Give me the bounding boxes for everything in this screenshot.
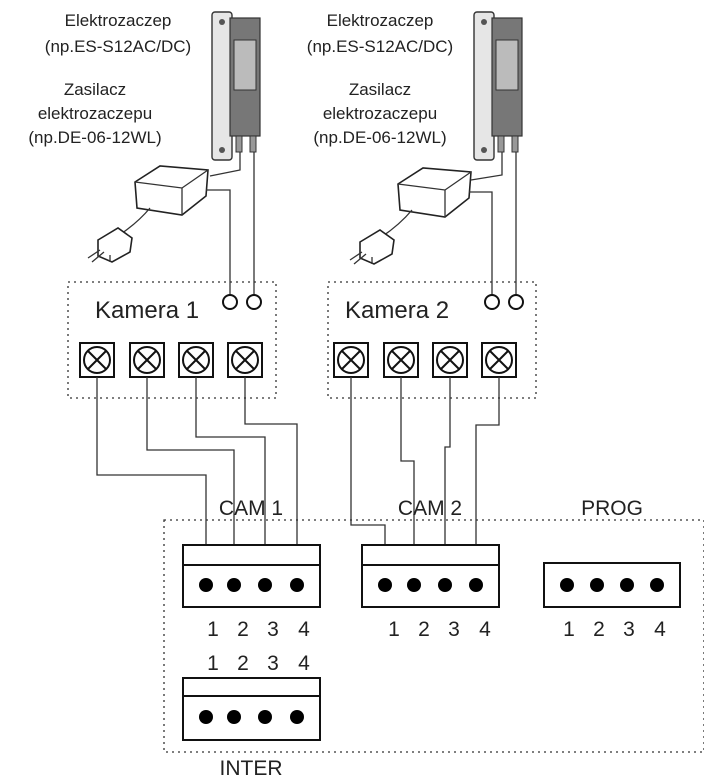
camera-2-input-b-icon <box>508 294 524 310</box>
camera-2-input-a-icon <box>484 294 500 310</box>
camera-2-module: Kamera 2 <box>327 281 537 399</box>
cam2-connector-label: CAM 2 <box>398 497 462 520</box>
prog-pin-1: 1 <box>563 618 575 641</box>
cam2-pin-2: 2 <box>418 618 430 641</box>
left-psu-line1: Zasilacz <box>64 80 126 99</box>
right-psu-line1: Zasilacz <box>349 80 411 99</box>
camera-1-input-b-icon <box>246 294 262 310</box>
right-electric-strike-icon <box>473 11 523 161</box>
left-psu-line3: (np.DE-06-12WL) <box>28 128 161 147</box>
right-strike-model: (np.ES-S12AC/DC) <box>307 37 453 56</box>
camera-1-input-a-icon <box>222 294 238 310</box>
cam1-pin-1: 1 <box>207 618 219 641</box>
prog-connector: PROG 1 2 3 4 <box>543 497 681 641</box>
inter-pin-1: 1 <box>207 652 219 675</box>
inter-pin-2: 2 <box>237 652 249 675</box>
cam2-connector: CAM 2 1 2 3 4 <box>361 497 500 641</box>
cam1-pin-4: 4 <box>298 618 310 641</box>
camera-2-screw-terminal-icon <box>333 342 517 378</box>
cam2-pin-4: 4 <box>479 618 491 641</box>
cam1-connector: CAM 1 1 2 3 4 <box>182 497 321 641</box>
prog-connector-label: PROG <box>581 497 643 520</box>
right-power-supply-icon <box>349 167 472 265</box>
cam1-connector-label: CAM 1 <box>219 497 283 520</box>
cam2-pin-3: 3 <box>448 618 460 641</box>
left-electric-strike-icon <box>211 11 261 161</box>
left-psu-line2: elektrozaczepu <box>38 104 152 123</box>
cam2-pin-1: 1 <box>388 618 400 641</box>
inter-pin-3: 3 <box>267 652 279 675</box>
right-psu-line3: (np.DE-06-12WL) <box>313 128 446 147</box>
prog-pin-3: 3 <box>623 618 635 641</box>
main-unit-outline <box>163 519 704 753</box>
left-power-supply-icon <box>87 165 209 263</box>
prog-pin-2: 2 <box>593 618 605 641</box>
camera-2-label: Kamera 2 <box>345 297 449 324</box>
inter-connector-label: INTER <box>220 757 283 780</box>
camera-1-module: Kamera 1 <box>67 281 277 399</box>
camera-1-screw-terminal-icon <box>79 342 263 378</box>
left-strike-title: Elektrozaczep <box>65 11 172 30</box>
prog-pin-4: 4 <box>654 618 666 641</box>
cam1-pin-3: 3 <box>267 618 279 641</box>
inter-connector: 1 2 3 4 INTER <box>182 652 321 780</box>
right-strike-title: Elektrozaczep <box>327 11 434 30</box>
left-strike-model: (np.ES-S12AC/DC) <box>45 37 191 56</box>
camera-1-label: Kamera 1 <box>95 297 199 324</box>
right-psu-line2: elektrozaczepu <box>323 104 437 123</box>
strike-supply-wires <box>206 152 517 296</box>
cam1-pin-2: 2 <box>237 618 249 641</box>
inter-pin-4: 4 <box>298 652 310 675</box>
